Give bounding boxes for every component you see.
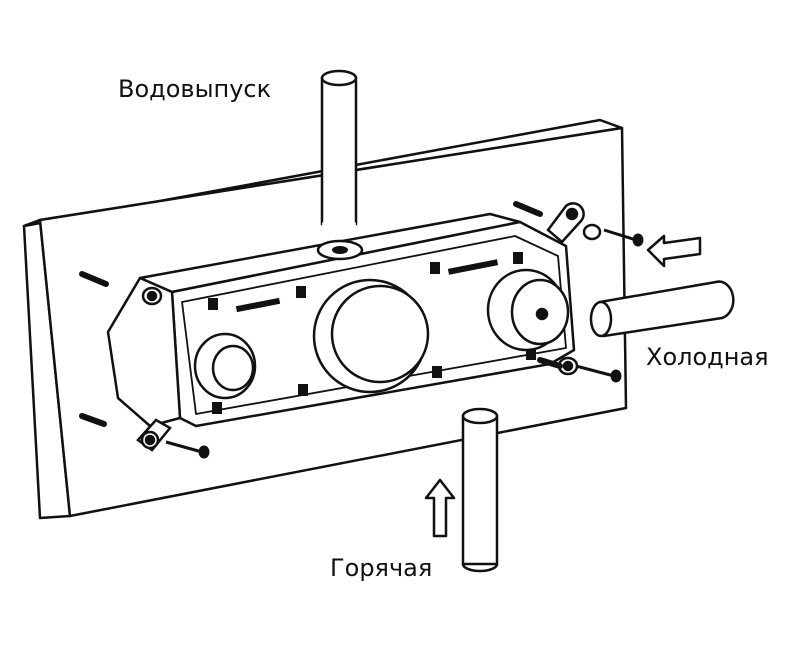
hot-pipe-end	[461, 407, 499, 425]
screws	[165, 228, 644, 459]
large-knob	[312, 278, 430, 394]
wall-anchors	[79, 201, 563, 427]
mounting-brackets	[136, 202, 602, 452]
hot-pipe-body	[461, 414, 499, 566]
cold-water-label: Холодная	[646, 343, 769, 371]
right-knob	[486, 268, 570, 352]
outlet-pipe	[320, 69, 358, 230]
outlet-pipe-end	[320, 69, 358, 87]
arrow-up-icon	[424, 478, 456, 538]
hot-pipe	[461, 407, 499, 573]
plate-marks	[208, 252, 536, 414]
arrow-left-icon	[646, 234, 702, 268]
hot-water-label: Горячая	[330, 554, 433, 582]
outlet-pipe-body	[320, 76, 358, 226]
mixer-left-cap	[106, 276, 182, 428]
cold-pipe	[589, 280, 735, 338]
outlet-label: Водовыпуск	[118, 75, 272, 103]
small-knob	[193, 332, 257, 400]
